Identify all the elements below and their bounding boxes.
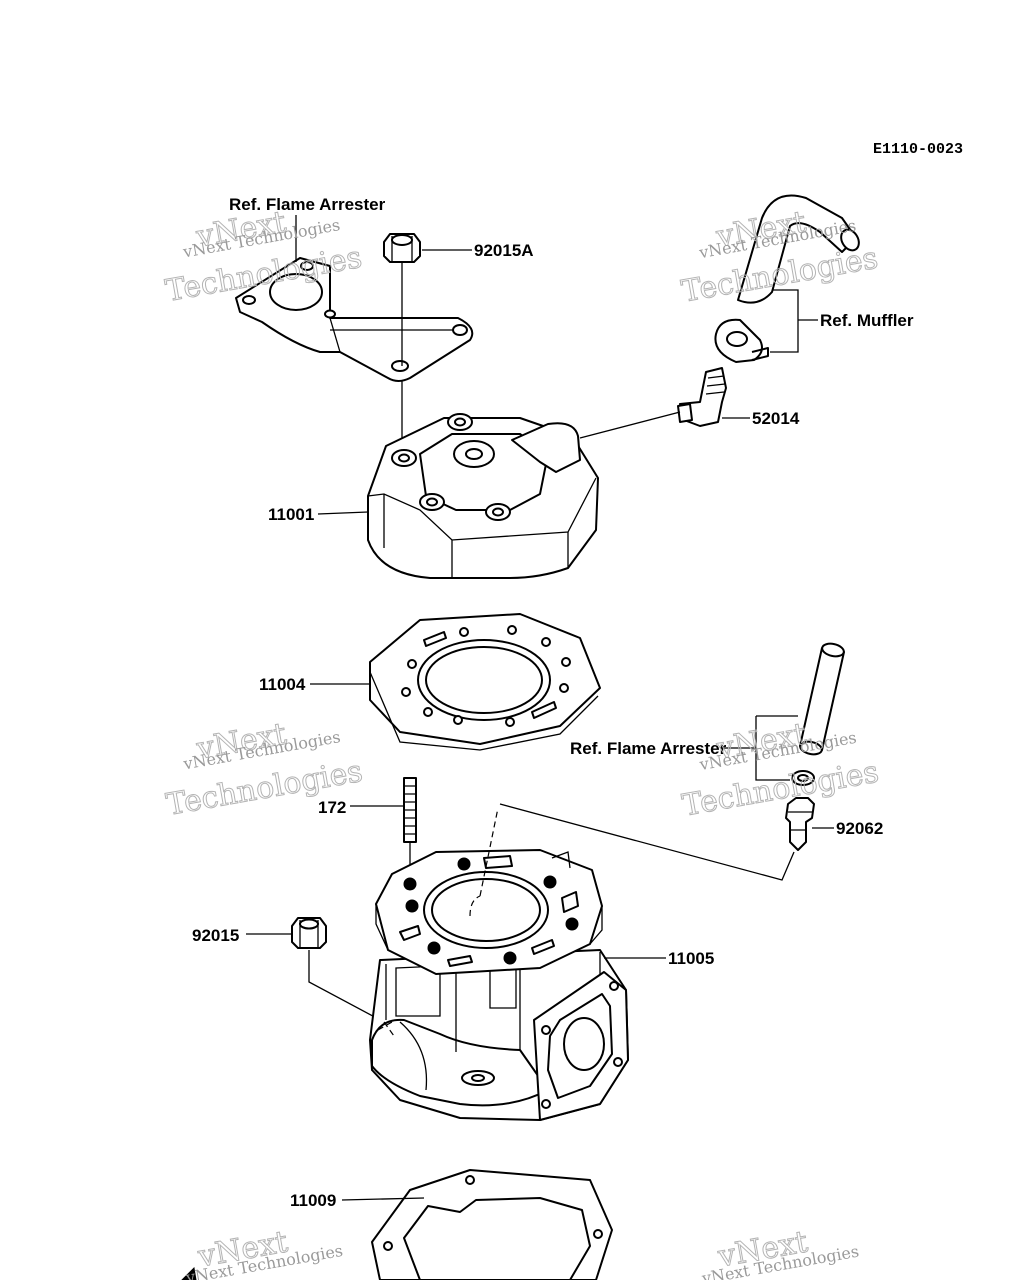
label-ref-flame-arrester-mid: Ref. Flame Arrester [570, 739, 727, 758]
label-ref-muffler: Ref. Muffler [820, 311, 914, 330]
hose-line-92062 [499, 803, 795, 881]
flame-arrester-bracket [235, 257, 474, 382]
label-172: 172 [318, 798, 346, 817]
nut-92015 [291, 917, 327, 949]
watermark-mid-right: vNext vNext Technologies Technologies [679, 716, 882, 824]
label-92062: 92062 [836, 819, 883, 838]
leader-11001 [317, 511, 369, 515]
muffler-clamp [714, 318, 769, 363]
stud-line-92015 [308, 950, 385, 1023]
diagram-code: E1110-0023 [873, 141, 963, 158]
nut-92015a [383, 233, 421, 263]
label-11005: 11005 [668, 949, 714, 968]
label-ref-flame-arrester-top: Ref. Flame Arrester [229, 195, 386, 214]
base-gasket-11009 [371, 1169, 613, 1281]
leader-11009 [341, 1197, 425, 1201]
leader-ref-muffler [770, 289, 818, 353]
fitting-92062 [785, 797, 815, 851]
watermark-bottom-right: vNext vNext Technologies [700, 1224, 861, 1285]
label-92015a: 92015A [474, 241, 534, 260]
leader-ref-flame-arrester-mid [720, 715, 798, 781]
label-52014: 52014 [752, 409, 800, 428]
head-gasket-11004 [369, 613, 601, 751]
flame-arrester-tube [791, 642, 845, 786]
watermark-bottom-left: vNext vNext Technologies [183, 1224, 344, 1285]
label-11009: 11009 [290, 1191, 336, 1210]
cylinder-head-11001 [367, 413, 599, 579]
elbow-fitting-52014 [677, 367, 727, 427]
label-11001: 11001 [268, 505, 314, 524]
cylinder-11005 [369, 807, 629, 1121]
muffler-hose [737, 194, 860, 304]
watermark-top-right: vNext vNext Technologies Technologies [678, 204, 881, 310]
stud-172 [403, 777, 417, 843]
hose-line-52014 [579, 411, 681, 439]
label-92015: 92015 [192, 926, 239, 945]
label-11004: 11004 [259, 675, 306, 694]
